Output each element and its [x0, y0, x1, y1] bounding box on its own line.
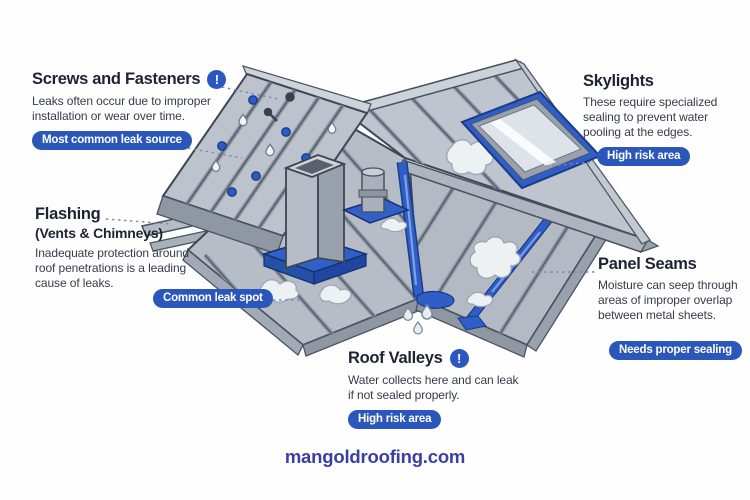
vent-pipe [342, 167, 411, 233]
panel-seam-roof-plane [408, 168, 608, 358]
callout-description: Inadequate protection around roof penetr… [35, 246, 189, 291]
chimney [259, 154, 369, 305]
water-puddle [466, 291, 494, 308]
water-puddle [446, 139, 494, 176]
callout-title: Skylights [583, 72, 748, 90]
status-badge: Most common leak source [32, 131, 192, 150]
status-badge: Common leak spot [153, 289, 273, 308]
callout-description: Leaks often occur due to improper instal… [32, 94, 211, 123]
roof-valley-leak [396, 161, 455, 335]
info-icon: ! [449, 349, 469, 368]
water-puddle [319, 284, 352, 305]
callout-title: Panel Seams [598, 255, 750, 273]
callout-subtitle: (Vents & Chimneys) [35, 225, 163, 242]
footer: mangoldroofing.com [0, 446, 750, 468]
callout-title-text: Roof Valleys [348, 349, 443, 368]
callout-title-text: Screws and Fasteners [32, 70, 201, 89]
callout-roof-valleys: Roof Valleys ! Water collects here and c… [348, 349, 563, 429]
status-badge: High risk area [348, 410, 442, 429]
leader-lines [105, 86, 596, 301]
callout-title: Flashing [35, 205, 280, 223]
info-icon: ! [207, 70, 227, 89]
footer-link[interactable]: mangoldroofing.com [284, 446, 466, 467]
callout-title: Roof Valleys ! [348, 349, 563, 368]
water-puddle [380, 217, 408, 233]
water-drop-icon [402, 303, 433, 335]
callout-title: Screws and Fasteners ! [32, 70, 247, 89]
callout-flashing: Flashing (Vents & Chimneys) Inadequate p… [35, 205, 280, 317]
callout-description: Moisture can seep through areas of impro… [598, 278, 738, 323]
callout-title-text: Panel Seams [598, 255, 697, 273]
leader-line [545, 161, 596, 167]
leader-line [105, 218, 171, 225]
info-icon-glyph: ! [457, 351, 462, 366]
status-badge: Needs proper sealing [609, 341, 742, 360]
info-icon-glyph: ! [214, 72, 219, 87]
callout-title-text: Flashing [35, 205, 101, 223]
panel-seam-leak [457, 216, 553, 331]
callout-screws-and-fasteners: Screws and Fasteners ! Leaks often occur… [32, 70, 247, 150]
callout-description: Water collects here and can leak if not … [348, 373, 519, 402]
callout-skylights: Skylights These require specialized seal… [583, 72, 748, 167]
callout-description: These require specialized sealing to pre… [583, 95, 718, 140]
status-badge: High risk area [597, 147, 691, 167]
callout-title-text: Skylights [583, 72, 654, 90]
water-puddle [469, 236, 521, 279]
screws-panel [156, 65, 372, 255]
callout-panel-seams: Panel Seams Moisture can seep through ar… [598, 255, 750, 370]
glass-highlight [490, 119, 556, 166]
